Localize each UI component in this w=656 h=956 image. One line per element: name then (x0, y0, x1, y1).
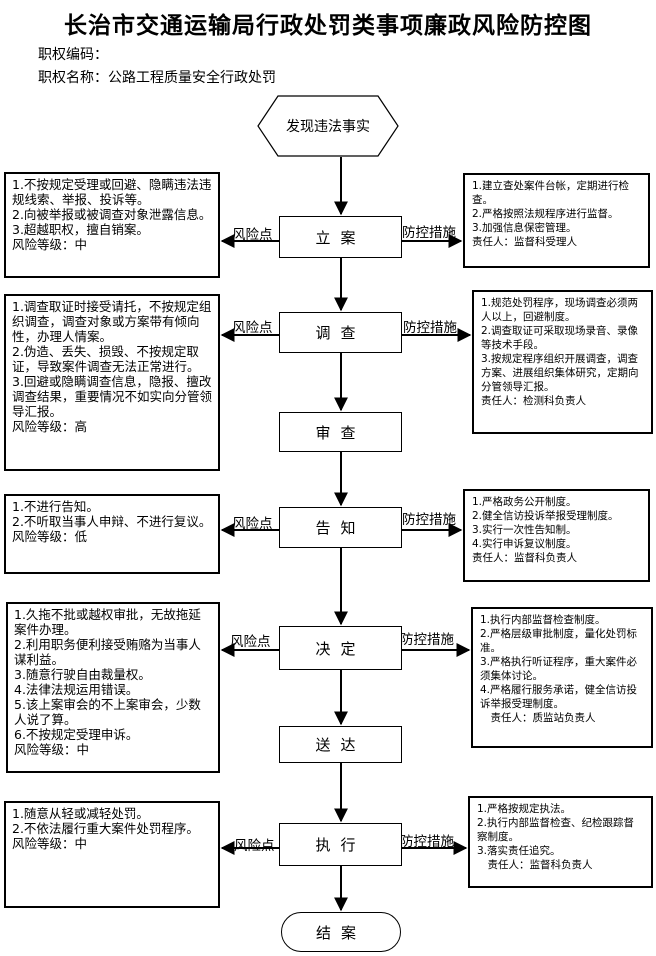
control-lian-owner: 责任人：监督科受理人 (472, 236, 577, 248)
step-diaocha: 调查 (279, 312, 402, 353)
control-jueding-line: 4.严格履行服务承诺，健全信访投诉举报受理制度。 (480, 684, 638, 710)
risk-label-gaozhi: 风险点 (232, 516, 273, 532)
risk-box-gaozhi: 1.不进行告知。 2.不听取当事人申辩、不进行复议。 风险等级：低 (4, 494, 220, 574)
step-songda: 送达 (279, 726, 402, 763)
control-box-lian: 1.建立查处案件台帐，定期进行检查。 2.严格按照法规程序进行监督。 3.加强信… (463, 173, 650, 268)
control-lian-line: 3.加强信息保密管理。 (472, 222, 577, 234)
risk-diaocha-line: 2.伪造、丢失、损毁、不按规定取证，导致案件调查无法正常进行。 (12, 344, 200, 374)
control-diaocha-owner: 责任人：检测科负责人 (481, 395, 586, 407)
control-jueding-line: 1.执行内部监督检查制度。 (480, 614, 606, 626)
control-zhixing-owner: 责任人：监督科负责人 (477, 859, 593, 871)
risk-diaocha-line: 3.回避或隐瞒调查信息，隐报、擅改调查结果，重要情况不如实向分管领导汇报。 (12, 374, 213, 419)
control-gaozhi-line: 2.健全信访投诉举报受理制度。 (472, 510, 619, 522)
control-gaozhi-line: 3.实行一次性告知制。 (472, 524, 577, 536)
authority-code: 职权编码： (38, 47, 108, 63)
risk-jueding-line: 5.该上案审会的不上案审会，少数人说了算。 (14, 697, 201, 727)
end-node: 结案 (281, 912, 401, 952)
control-zhixing-line: 1.严格按规定执法。 (477, 803, 572, 815)
risk-jueding-line: 1.久拖不批或越权审批，无故拖延案件办理。 (14, 607, 201, 637)
control-box-jueding: 1.执行内部监督检查制度。 2.严格层级审批制度，量化处罚标准。 3.严格执行听… (471, 607, 653, 748)
risk-label-zhixing: 风险点 (234, 838, 275, 854)
risk-jueding-level: 风险等级：中 (14, 742, 90, 757)
risk-diaocha-level: 风险等级：高 (12, 419, 88, 434)
risk-diaocha-line: 1.调查取证时接受请托，不按规定组织调查，调查对象或方案带有倾向性，办理人情案。 (12, 299, 212, 344)
control-gaozhi-owner: 责任人：监督科负责人 (472, 552, 577, 564)
control-diaocha-line: 3.按规定程序组织开展调查，调查方案、进展组织集体研究，定期向分管领导汇报。 (481, 353, 639, 393)
risk-box-lian: 1.不按规定受理或回避、隐瞒违法违规线索、举报、投诉等。 2.向被举报或被调查对… (4, 172, 220, 278)
risk-lian-line: 1.不按规定受理或回避、隐瞒违法违规线索、举报、投诉等。 (12, 177, 212, 207)
risk-lian-line: 2.向被举报或被调查对象泄露信息。 (12, 207, 212, 222)
start-hexagon (257, 95, 399, 157)
risk-label-jueding: 风险点 (230, 634, 271, 650)
step-jueding: 决定 (279, 626, 402, 670)
control-label-jueding: 防控措施 (400, 632, 454, 648)
risk-zhixing-level: 风险等级：中 (12, 836, 88, 851)
risk-gaozhi-line: 1.不进行告知。 (12, 499, 99, 514)
control-box-gaozhi: 1.严格政务公开制度。 2.健全信访投诉举报受理制度。 3.实行一次性告知制。 … (463, 489, 650, 582)
control-jueding-line: 2.严格层级审批制度，量化处罚标准。 (480, 628, 638, 654)
risk-zhixing-line: 1.随意从轻或减轻处罚。 (12, 806, 149, 821)
start-node: 发现违法事实 (286, 119, 370, 135)
risk-jueding-line: 3.随意行驶自由裁量权。 (14, 667, 151, 682)
step-lian: 立案 (279, 216, 402, 258)
risk-gaozhi-line: 2.不听取当事人申辩、不进行复议。 (12, 514, 212, 529)
risk-jueding-line: 4.法律法规运用错误。 (14, 682, 139, 697)
control-diaocha-line: 2.调查取证可采取现场录音、录像等技术手段。 (481, 325, 639, 351)
control-lian-line: 1.建立查处案件台帐，定期进行检查。 (472, 180, 630, 206)
control-label-gaozhi: 防控措施 (402, 512, 456, 528)
page-title: 长治市交通运输局行政处罚类事项廉政风险防控图 (64, 13, 592, 39)
control-label-diaocha: 防控措施 (403, 320, 457, 336)
risk-label-lian: 风险点 (232, 227, 273, 243)
risk-zhixing-line: 2.不依法履行重大案件处罚程序。 (12, 821, 199, 836)
authority-name: 职权名称：公路工程质量安全行政处罚 (38, 70, 276, 86)
control-lian-line: 2.严格按照法规程序进行监督。 (472, 208, 619, 220)
control-jueding-line: 3.严格执行听证程序，重大案件必须集体讨论。 (480, 656, 638, 682)
step-shencha: 审查 (279, 412, 402, 452)
risk-jueding-line: 6.不按规定受理申诉。 (14, 727, 139, 742)
risk-box-jueding: 1.久拖不批或越权审批，无故拖延案件办理。 2.利用职务便利接受贿赂为当事人谋利… (6, 602, 220, 773)
risk-gaozhi-level: 风险等级：低 (12, 529, 88, 544)
control-box-zhixing: 1.严格按规定执法。 2.执行内部监督检查、纪检跟踪督察制度。 3.落实责任追究… (468, 796, 653, 888)
control-label-zhixing: 防控措施 (400, 834, 454, 850)
risk-box-zhixing: 1.随意从轻或减轻处罚。 2.不依法履行重大案件处罚程序。 风险等级：中 (4, 801, 220, 908)
control-gaozhi-line: 4.实行申诉复议制度。 (472, 538, 577, 550)
risk-lian-level: 风险等级：中 (12, 237, 88, 252)
risk-jueding-line: 2.利用职务便利接受贿赂为当事人谋利益。 (14, 637, 201, 667)
control-zhixing-line: 3.落实责任追究。 (477, 845, 561, 857)
control-label-lian: 防控措施 (402, 225, 456, 241)
control-zhixing-line: 2.执行内部监督检查、纪检跟踪督察制度。 (477, 817, 635, 843)
control-diaocha-line: 1.规范处罚程序，现场调查必须两人以上，回避制度。 (481, 297, 639, 323)
step-zhixing: 执行 (279, 823, 402, 866)
risk-box-diaocha: 1.调查取证时接受请托，不按规定组织调查，调查对象或方案带有倾向性，办理人情案。… (4, 294, 220, 471)
risk-lian-line: 3.超越职权，擅自销案。 (12, 222, 149, 237)
risk-label-diaocha: 风险点 (232, 320, 273, 336)
step-gaozhi: 告知 (279, 507, 402, 548)
control-box-diaocha: 1.规范处罚程序，现场调查必须两人以上，回避制度。 2.调查取证可采取现场录音、… (472, 290, 653, 434)
control-gaozhi-line: 1.严格政务公开制度。 (472, 496, 577, 508)
control-jueding-owner: 责任人：质监站负责人 (480, 712, 596, 724)
